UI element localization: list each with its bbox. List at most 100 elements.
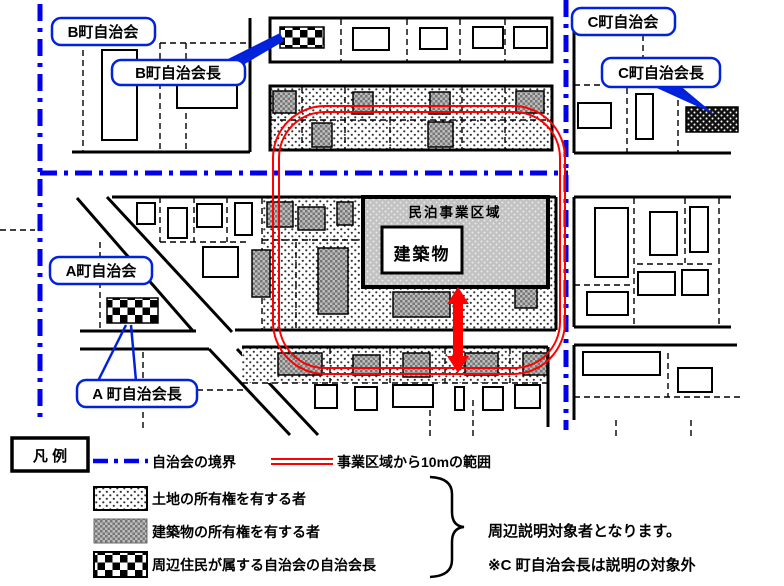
building	[594, 207, 629, 278]
road-edge	[80, 329, 320, 437]
label-text: A 町自治会長	[92, 385, 182, 403]
legend-land-label: 土地の所有権を有する者	[152, 491, 306, 507]
project-area-label: 民泊事業区域	[409, 204, 502, 220]
range-outer-line	[272, 105, 566, 375]
owned-building	[392, 291, 451, 318]
legend-brace	[429, 475, 465, 579]
label-town-b: B町自治会	[50, 16, 157, 47]
road-edge	[572, 195, 731, 329]
road-edge	[572, 343, 737, 420]
owned-building	[336, 201, 354, 226]
block-c-town-top	[572, 25, 739, 155]
legend-chairman-swatch	[93, 551, 148, 578]
chairman-a-house	[106, 297, 159, 324]
label-chief-c: C町自治会長	[600, 56, 722, 114]
owned-building	[464, 352, 499, 376]
label-text: B町自治会	[68, 23, 139, 41]
building	[637, 271, 676, 296]
label-chief-a: A 町自治会長	[75, 324, 199, 409]
parcel-line	[574, 353, 740, 440]
project-area: 民泊事業区域 建築物	[361, 195, 550, 289]
building	[472, 26, 504, 49]
parcel-line	[242, 348, 548, 438]
label-chief-b: B町自治会長	[110, 33, 284, 87]
arrow-head-up	[447, 287, 469, 304]
legend-title: 凡 例	[33, 447, 67, 465]
building	[689, 206, 709, 253]
distance-arrow	[447, 287, 469, 373]
road-edge	[572, 25, 731, 155]
building	[514, 384, 541, 409]
building	[167, 207, 188, 239]
legend-building-owner-label: 建築物の所有権を有する者	[152, 524, 320, 540]
building	[136, 202, 156, 225]
chairman-b-house	[279, 26, 325, 49]
building	[234, 202, 253, 236]
legend-note1: 周辺説明対象者となります。	[488, 522, 681, 540]
building	[582, 351, 661, 376]
parcel-line	[82, 42, 250, 151]
building	[352, 27, 390, 51]
owned-building	[297, 206, 326, 231]
building	[392, 384, 434, 408]
arrow-head-down	[447, 356, 469, 373]
block-c-town-bottom	[572, 343, 740, 440]
label-bubble	[110, 58, 247, 87]
label-text: C町自治会	[588, 13, 659, 31]
callout-pointer	[648, 84, 714, 114]
label-town-c: C町自治会	[570, 6, 677, 37]
building	[586, 291, 629, 316]
owned-building	[352, 91, 374, 115]
legend-building-owner-swatch	[93, 518, 148, 544]
building	[314, 384, 338, 409]
block-c-town-middle	[572, 195, 731, 329]
callout-pointer	[96, 324, 138, 382]
owned-building	[311, 122, 333, 148]
parcel-line	[340, 19, 506, 61]
parcel-line	[0, 229, 245, 428]
legend-note2: ※C 町自治会長は説明の対象外	[488, 556, 696, 574]
block-a-town	[0, 229, 320, 437]
building	[677, 367, 713, 393]
building	[577, 102, 612, 129]
project-building	[380, 225, 464, 275]
label-bubble	[75, 378, 199, 409]
owned-building	[272, 90, 297, 114]
label-text: C町自治会長	[618, 64, 705, 82]
label-town-a: A町自治会	[48, 255, 154, 286]
range-inner-line	[278, 111, 561, 369]
building	[354, 386, 378, 411]
label-text: B町自治会長	[135, 64, 222, 82]
label-text: A町自治会	[66, 262, 137, 280]
block-bottom-strip	[242, 345, 550, 438]
building	[635, 93, 654, 140]
road-edge	[72, 18, 252, 154]
building	[202, 246, 239, 278]
building	[196, 203, 223, 228]
legend: 凡 例 自治会の境界 事業区域から10mの範囲 土地の所有権を有する者 建築物の…	[10, 436, 696, 579]
project-building-label: 建築物	[394, 244, 451, 264]
label-bubble	[570, 6, 677, 37]
legend-range-label: 事業区域から10mの範囲	[337, 454, 491, 470]
owned-building	[427, 121, 454, 148]
label-bubble	[50, 16, 157, 47]
owned-building	[251, 249, 271, 298]
parcel-line	[574, 198, 720, 327]
chairman-c-house	[685, 106, 739, 133]
building	[482, 386, 504, 411]
building	[681, 269, 709, 296]
legend-range-sample	[271, 458, 333, 465]
label-bubble	[600, 56, 722, 89]
building	[649, 211, 678, 256]
owned-building	[429, 91, 451, 115]
legend-chairman-label: 周辺住民が属する自治会の自治会長	[152, 557, 377, 573]
legend-title-box	[10, 436, 90, 473]
label-bubble	[48, 255, 154, 286]
range-10m-outline	[272, 105, 566, 375]
owned-building	[352, 354, 381, 376]
building	[454, 386, 465, 411]
legend-land-swatch	[93, 486, 148, 511]
legend-boundary-label: 自治会の境界	[152, 454, 237, 470]
parcel-line	[574, 35, 679, 152]
